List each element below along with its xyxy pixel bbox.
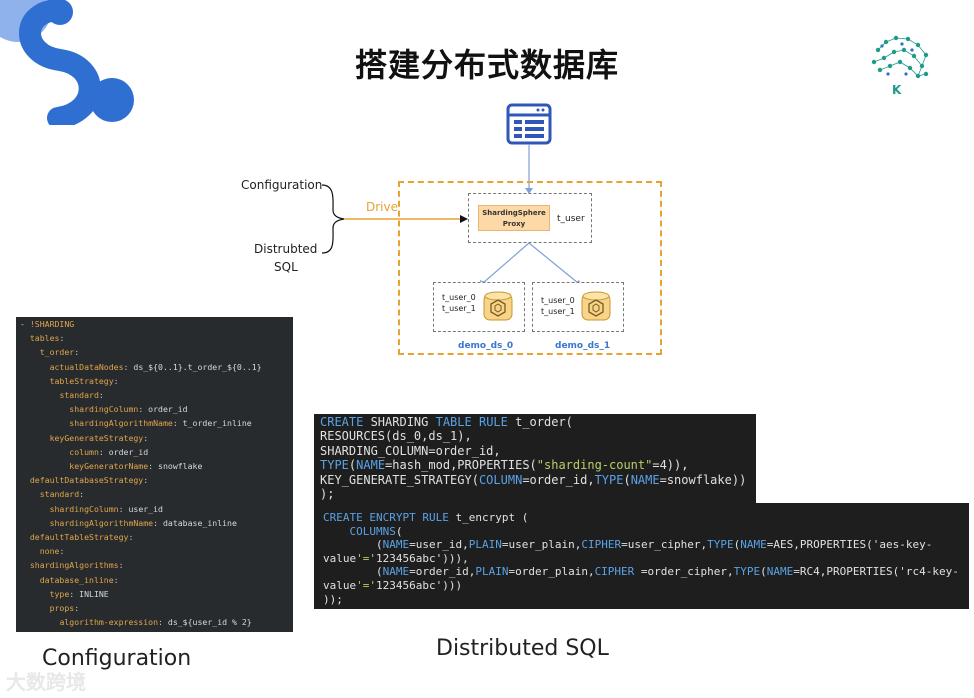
sql-line: CREATE SHARDING TABLE RULE t_order( — [320, 415, 573, 429]
yaml-line: shardingAlgorithmName: t_order_inline — [69, 418, 252, 429]
ds1-table-1: t_user_0 — [541, 296, 575, 305]
datasource-1-name: demo_ds_1 — [555, 341, 611, 351]
k-brand-logo: K — [866, 30, 936, 100]
distributed-sql-input-label-line1: Distrubted — [254, 242, 318, 256]
yaml-configuration-code: - !SHARDING tables: t_order: actualDataN… — [16, 317, 293, 632]
brand-corner-logo — [0, 0, 134, 125]
yaml-line: keyGenerateStrategy: — [49, 432, 149, 443]
yaml-line: - !SHARDING — [20, 319, 75, 329]
architecture-diagram — [321, 103, 582, 288]
watermark-text: 大数跨境 — [6, 670, 86, 694]
yaml-line: shardingAlgorithmName: database_inline — [49, 517, 237, 528]
distributed-sql-input-label-line2: SQL — [274, 260, 298, 274]
sql-line: KEY_GENERATE_STRATEGY(COLUMN=order_id,TY… — [320, 472, 747, 487]
cluster-boundary — [398, 181, 662, 355]
proxy-logical-table: t_user — [557, 214, 585, 224]
application-window-icon — [506, 103, 552, 145]
sql-line: (NAME=order_id,PLAIN=order_plain,CIPHER … — [323, 565, 959, 579]
yaml-line: actualDataNodes: ds_${0..1}.t_order_${0.… — [49, 361, 262, 372]
yaml-line: none: — [39, 546, 65, 557]
yaml-line: defaultDatabaseStrategy: — [29, 475, 149, 486]
yaml-line: standard: — [59, 390, 104, 401]
database-icon — [483, 291, 513, 321]
database-icon — [581, 291, 611, 321]
yaml-line: shardingColumn: order_id — [69, 404, 188, 415]
logo-letter: K — [892, 83, 902, 97]
yaml-line: shardingAlgorithms: — [29, 560, 124, 571]
ds1-table-2: t_user_1 — [541, 307, 575, 316]
ds1-tables: t_user_0 t_user_1 — [541, 295, 575, 317]
sql-line: RESOURCES(ds_0,ds_1), — [320, 429, 472, 444]
yaml-line: tables: — [29, 333, 65, 344]
yaml-line: standard: — [39, 489, 85, 500]
sql-line: )); — [323, 592, 343, 606]
encrypt-sql-code: CREATE ENCRYPT RULE t_encrypt ( COLUMNS(… — [314, 503, 969, 609]
sql-line: COLUMNS( — [349, 524, 403, 538]
distributed-sql-caption: Distributed SQL — [436, 636, 609, 661]
proxy-name-line1: ShardingSphere — [482, 209, 546, 217]
sql-line: value'='123456abc'))) — [323, 578, 463, 592]
proxy-to-ds0-arrow — [482, 242, 530, 284]
input-bracket — [321, 184, 345, 254]
yaml-line: database_inline: — [39, 574, 119, 585]
sql-line: CREATE ENCRYPT RULE t_encrypt ( — [323, 511, 529, 524]
proxy-to-ds1-arrow — [528, 242, 579, 284]
yaml-line: keyGeneratorName: snowflake — [69, 461, 203, 472]
configuration-caption: Configuration — [42, 646, 192, 671]
datasource-0-name: demo_ds_0 — [458, 341, 514, 351]
sharding-sql-code: CREATE SHARDING TABLE RULE t_order(RESOU… — [314, 414, 756, 504]
proxy-name-line2: Proxy — [502, 220, 526, 228]
yaml-line: defaultTableStrategy: — [29, 532, 134, 543]
yaml-line: column: order_id — [69, 446, 149, 457]
yaml-line: shardingColumn: user_id — [49, 503, 163, 514]
yaml-line: t_order: — [39, 347, 80, 358]
shardingsphere-proxy-node: ShardingSphere Proxy — [478, 205, 550, 231]
brain-network-icon: K — [871, 35, 929, 97]
ds0-table-1: t_user_0 — [442, 293, 476, 302]
ds0-tables: t_user_0 t_user_1 — [442, 292, 476, 314]
yaml-line: props: — [49, 603, 80, 614]
sql-line: (NAME=user_id,PLAIN=user_plain,CIPHER=us… — [323, 538, 933, 552]
sql-line: ); — [320, 487, 335, 502]
page-title: 搭建分布式数据库 — [354, 46, 619, 84]
yaml-line: type: INLINE — [49, 588, 109, 599]
sql-line: value'='123456abc'))), — [323, 551, 469, 565]
sql-line: TYPE(NAME=hash_mod,PROPERTIES("sharding-… — [320, 458, 689, 473]
yaml-line: tableStrategy: — [49, 375, 119, 386]
ds0-table-2: t_user_1 — [442, 304, 476, 313]
drive-label: Drive — [366, 200, 398, 214]
sql-line: SHARDING_COLUMN=order_id, — [320, 443, 501, 458]
yaml-line: algorithm-expression: ds_${user_id % 2} — [59, 617, 252, 628]
configuration-input-label: Configuration — [241, 178, 323, 192]
